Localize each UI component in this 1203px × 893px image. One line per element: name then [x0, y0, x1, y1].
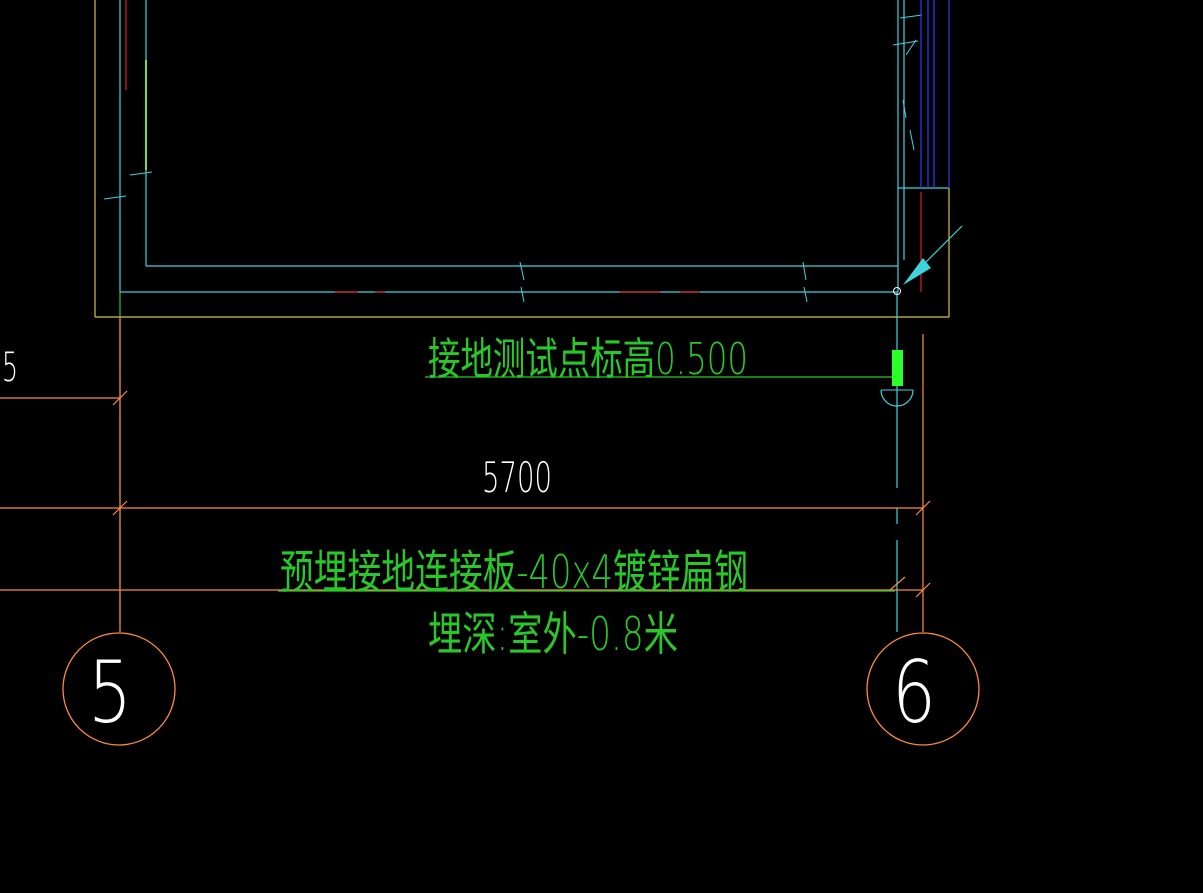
test-point-label: 接地测试点标高0.500 [428, 334, 748, 385]
corner-arrow-icon [893, 225, 963, 295]
axis-label-6: 6 [892, 643, 936, 743]
test-point-symbol[interactable] [880, 350, 914, 407]
left-edge-dimension-fragment: 5 [2, 345, 18, 391]
axis-bubble-6[interactable]: 6 [866, 632, 980, 746]
building-outer-wall [94, 0, 950, 318]
column-detail-blue [920, 0, 950, 188]
plate-label-line1: 预埋接地连接板-40x4镀锌扁钢 [280, 545, 748, 599]
axis-bubble-5[interactable]: 5 [62, 632, 176, 746]
axis-label-5: 5 [88, 643, 132, 743]
building-inner-wall [119, 0, 949, 293]
dimension-5700: 5700 [482, 453, 552, 502]
plate-label-line2: 埋深:室外-0.8米 [428, 607, 678, 661]
red-accent-segments [125, 0, 922, 293]
wall-ticks [103, 14, 923, 303]
dimension-lines [0, 317, 931, 632]
